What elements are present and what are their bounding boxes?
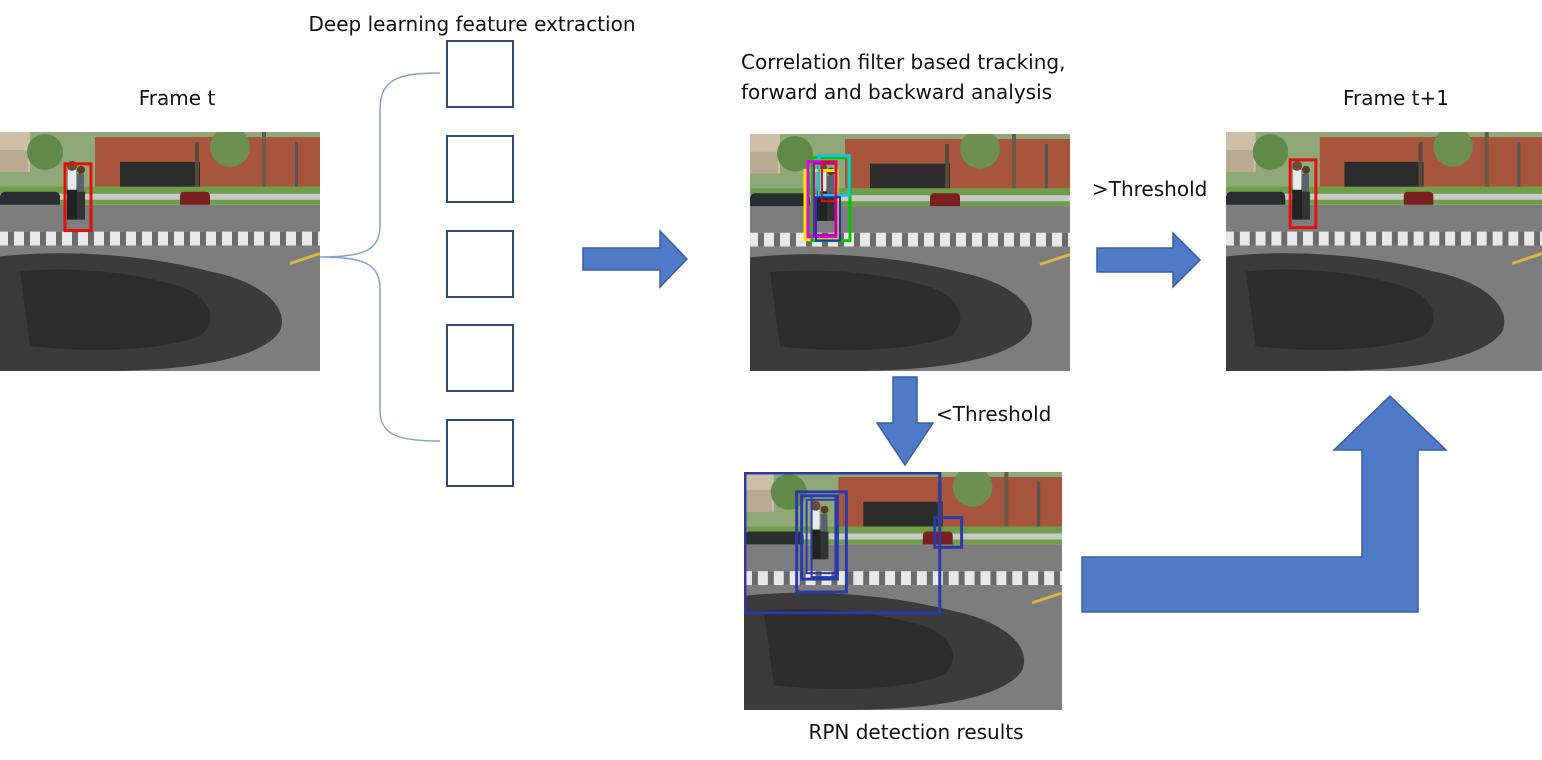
target-bounding-box	[63, 162, 93, 233]
below-threshold-label: <Threshold	[936, 402, 1052, 426]
tracker-box-cyan	[817, 154, 851, 197]
feature-box-5	[446, 419, 514, 487]
frame-t1-image	[1226, 132, 1542, 371]
feature-box-2	[446, 135, 514, 203]
tracking-label-line2: forward and backward analysis	[741, 80, 1053, 104]
rpn-box-4	[810, 494, 837, 579]
rpn-box-1	[795, 490, 848, 594]
arrow-above-threshold	[1096, 231, 1202, 289]
rpn-box-3	[805, 498, 838, 575]
tracker-box-blue	[815, 196, 841, 242]
arrow-below-threshold	[875, 376, 935, 467]
rpn-box-small	[933, 516, 964, 549]
frame-t-label: Frame t	[138, 86, 216, 110]
frame-t-image	[0, 132, 320, 371]
tracking-frame-image	[750, 134, 1070, 371]
feature-box-4	[446, 324, 514, 392]
brace-connector	[319, 72, 441, 442]
arrow-to-tracking	[582, 229, 689, 289]
arrow-rpn-to-frame	[1081, 394, 1448, 613]
feature-box-1	[446, 40, 514, 108]
rpn-box-large	[744, 472, 942, 615]
tracker-box-red	[821, 160, 837, 203]
above-threshold-label: >Threshold	[1092, 177, 1208, 201]
frame-t1-label: Frame t+1	[1343, 86, 1449, 110]
rpn-frame-image	[744, 472, 1062, 710]
tracked-bounding-box	[1288, 158, 1318, 230]
tracking-label-line1: Correlation filter based tracking,	[741, 50, 1066, 74]
feature-extraction-label: Deep learning feature extraction	[308, 12, 636, 36]
rpn-results-label: RPN detection results	[808, 720, 1024, 744]
feature-box-3	[446, 230, 514, 298]
